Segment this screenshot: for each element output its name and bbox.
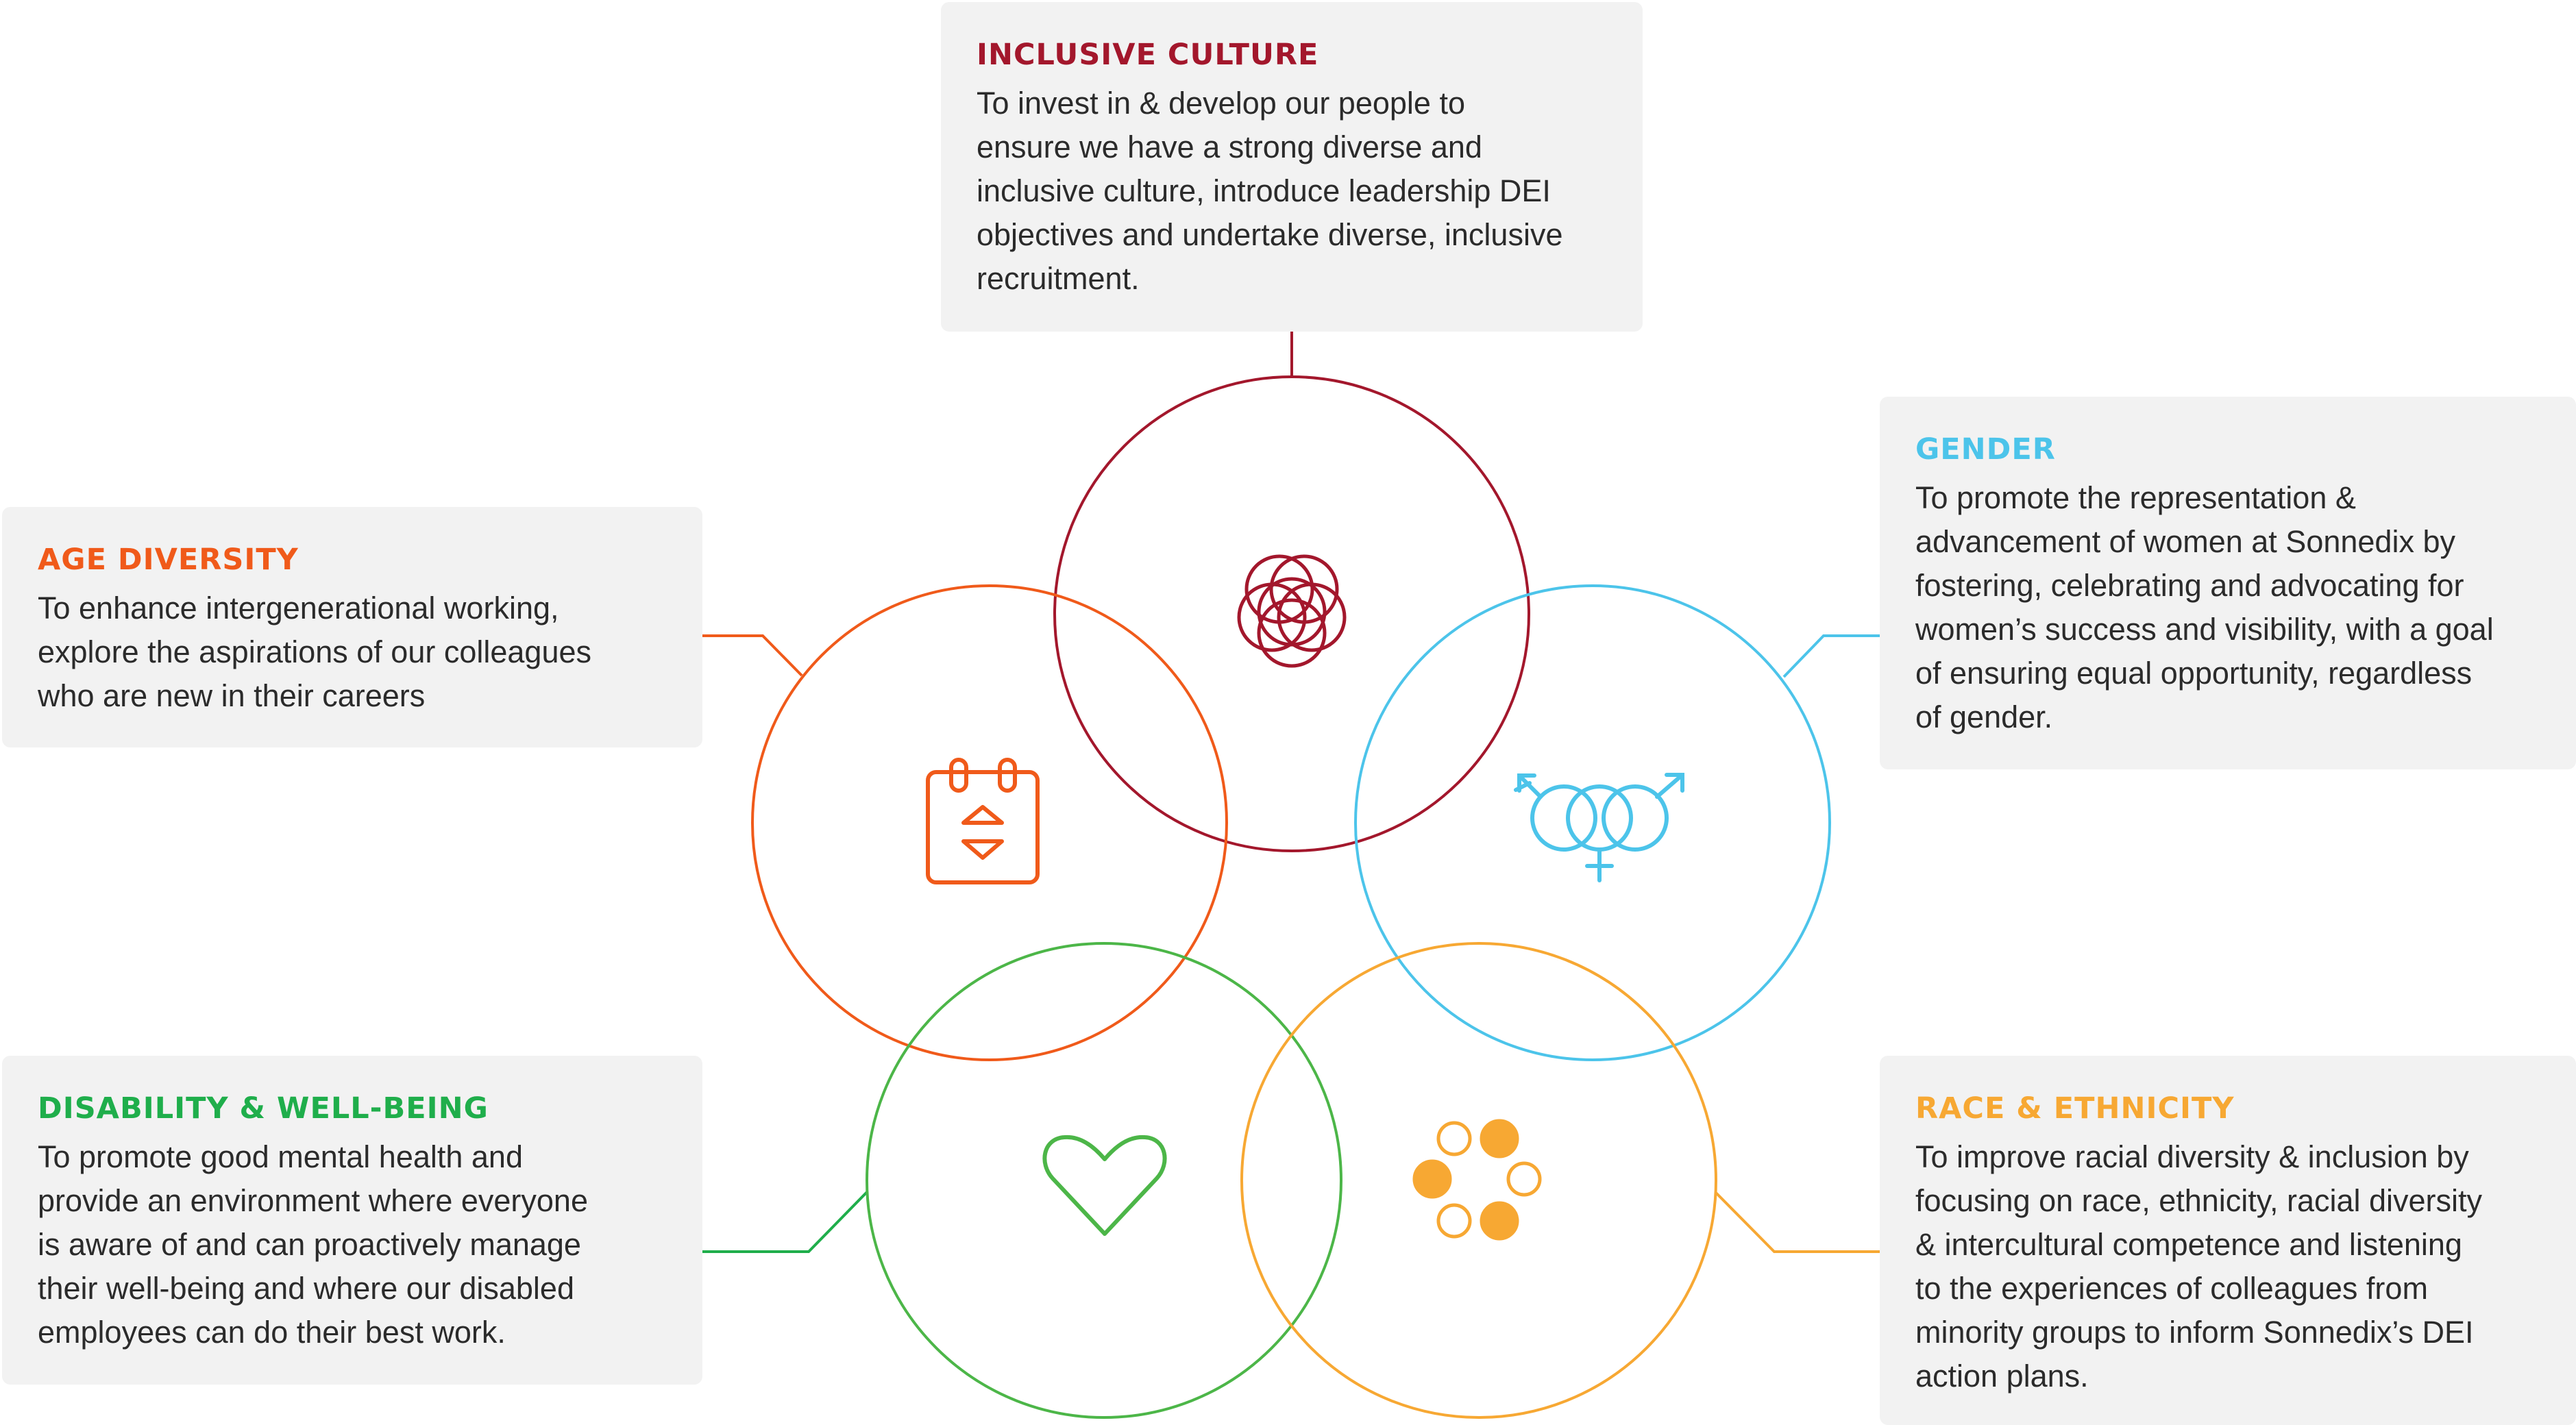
disability-wellbeing-box: DISABILITY & WELL-BEING To promote good …: [2, 1056, 702, 1385]
disability-wellbeing-title: DISABILITY & WELL-BEING: [38, 1091, 489, 1126]
gender-title: GENDER: [1915, 432, 2056, 467]
circle-age-diversity: [751, 584, 1228, 1061]
heart-icon: [1042, 1135, 1167, 1236]
circle-dots-icon: [1412, 1119, 1542, 1241]
race-ethnicity-box: RACE & ETHNICITY To improve racial diver…: [1880, 1056, 2576, 1425]
disability-wellbeing-description: To promote good mental health and provid…: [38, 1139, 588, 1350]
circle-race: [1240, 942, 1717, 1419]
inclusive-culture-box: INCLUSIVE CULTURE To invest in & develop…: [941, 2, 1643, 332]
connector-race: [1714, 1191, 1880, 1253]
age-diversity-box: AGE DIVERSITY To enhance intergeneration…: [2, 507, 702, 747]
race-ethnicity-title: RACE & ETHNICITY: [1915, 1091, 2235, 1126]
connector-disability: [702, 1190, 869, 1253]
calendar-icon: [926, 758, 1040, 884]
gender-box: GENDER To promote the representation & a…: [1880, 397, 2576, 769]
age-diversity-description: To enhance intergenerational working, ex…: [38, 591, 592, 713]
circle-inclusive-culture: [1053, 375, 1530, 852]
connector-gender: [1782, 634, 1880, 678]
inclusive-culture-title: INCLUSIVE CULTURE: [977, 38, 1319, 72]
circle-disability: [866, 942, 1342, 1419]
age-diversity-title: AGE DIVERSITY: [38, 543, 299, 577]
inclusive-culture-description: To invest in & develop our people to ens…: [977, 86, 1563, 296]
race-ethnicity-description: To improve racial diversity & inclusion …: [1915, 1139, 2483, 1393]
gender-description: To promote the representation & advancem…: [1915, 480, 2494, 734]
gender-symbols-icon: [1514, 773, 1684, 882]
flower-icon: [1237, 554, 1347, 668]
connector-age: [702, 634, 803, 677]
circle-gender: [1354, 584, 1831, 1061]
